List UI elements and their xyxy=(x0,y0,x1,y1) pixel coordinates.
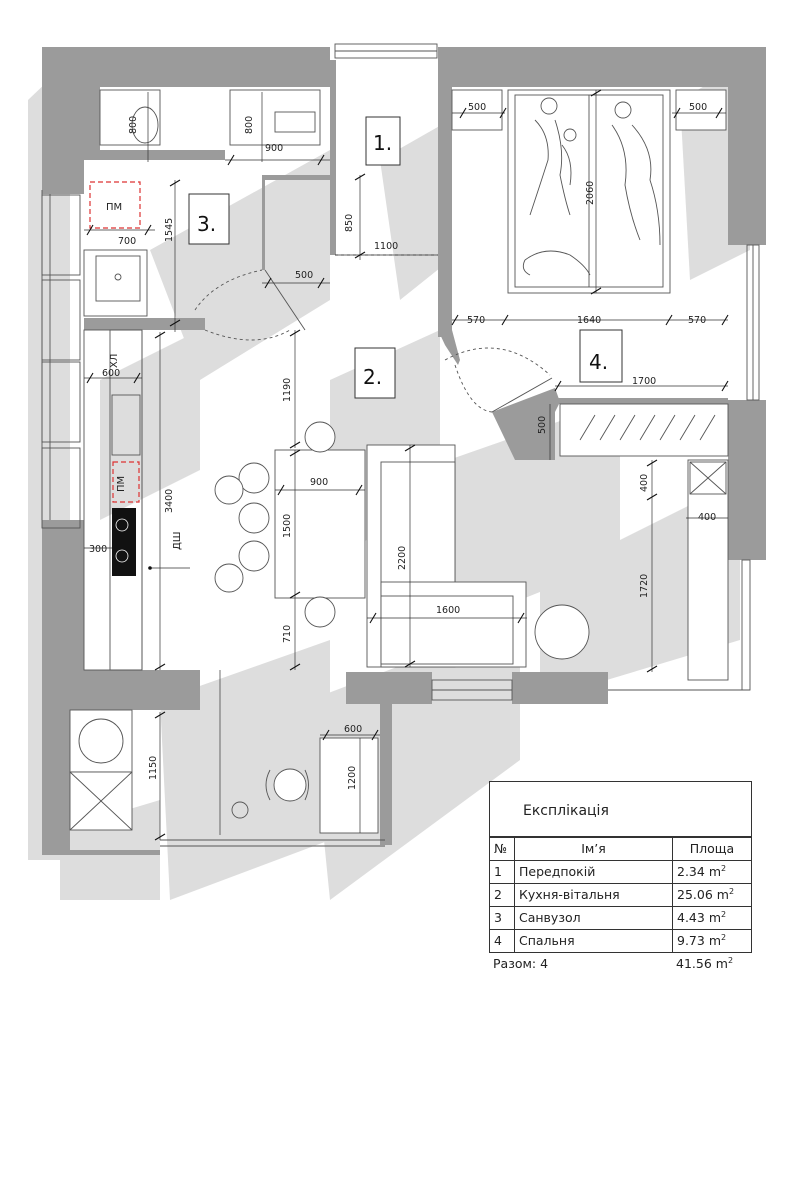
legend-row: 1 Передпокій 2.34 m2 xyxy=(490,860,751,883)
legend-unit: m xyxy=(716,887,729,902)
dim-900-bath: 900 xyxy=(265,143,283,154)
legend-row-area: 9.73 m2 xyxy=(673,930,751,952)
legend-unit-power: 2 xyxy=(727,955,734,965)
dim-700: 700 xyxy=(118,236,136,247)
legend-total-label: Разом: 4 xyxy=(493,956,549,971)
dim-2060: 2060 xyxy=(585,181,596,205)
legend-row-num: 3 xyxy=(490,907,515,929)
legend-row-area-value: 2.34 xyxy=(677,864,705,879)
legend-row-area: 4.43 m2 xyxy=(673,907,751,929)
dim-570-right: 570 xyxy=(688,315,706,326)
sofa xyxy=(366,444,590,668)
legend-row-name: Кухня-вітальня xyxy=(515,884,673,906)
dim-710: 710 xyxy=(282,625,293,643)
dimension-texts: 500 500 800 800 900 850 1100 1545 700 50… xyxy=(89,102,716,790)
room-label-2: 2. xyxy=(363,365,382,389)
dining-set xyxy=(214,421,366,628)
dim-800-wc: 800 xyxy=(128,116,139,134)
dimension-lines xyxy=(84,89,729,841)
dim-500-wardrobe: 500 xyxy=(537,416,548,434)
dim-1200: 1200 xyxy=(347,766,358,790)
dim-500-left: 500 xyxy=(468,102,486,113)
legend-row-area-value: 4.43 xyxy=(677,910,705,925)
legend-title: Експлікація xyxy=(490,782,751,837)
fixture-marks: ПМ ПМ ХЛ ДШ xyxy=(106,202,183,550)
legend-row-num: 4 xyxy=(490,930,515,952)
legend-row: 2 Кухня-вітальня 25.06 m2 xyxy=(490,883,751,906)
legend-row-area-value: 25.06 xyxy=(677,887,713,902)
dim-600-desk: 600 xyxy=(344,724,362,735)
dim-500-right: 500 xyxy=(689,102,707,113)
legend-total-row: Разом: 4 41.56 m2 xyxy=(489,953,752,975)
legend-unit: m xyxy=(708,910,722,925)
legend-unit: m xyxy=(715,956,728,971)
mark-fridge: ХЛ xyxy=(109,354,120,368)
dim-2200: 2200 xyxy=(397,546,408,570)
mark-dishwasher: ДШ xyxy=(172,531,183,550)
legend-table: Експлікація № Ім’я Площа 1 Передпокій 2.… xyxy=(489,781,752,953)
legend-unit: m xyxy=(708,864,722,879)
dim-1500: 1500 xyxy=(282,514,293,538)
dim-850: 850 xyxy=(344,214,355,232)
legend-row-name: Санвузол xyxy=(515,907,673,929)
dim-600-fridge: 600 xyxy=(102,368,120,379)
legend-header-row: № Ім’я Площа xyxy=(490,837,751,860)
dim-1700: 1700 xyxy=(632,376,656,387)
dim-3400: 3400 xyxy=(164,489,175,513)
dim-1720: 1720 xyxy=(639,574,650,598)
dim-1100: 1100 xyxy=(374,241,398,252)
legend-row-area: 25.06 m2 xyxy=(673,884,751,906)
room-label-3: 3. xyxy=(197,212,216,236)
room-label-1: 1. xyxy=(373,131,392,155)
legend-unit-power: 2 xyxy=(721,932,727,942)
legend-total-area: 41.56 m2 xyxy=(672,953,752,975)
legend-total-area-value: 41.56 xyxy=(676,956,712,971)
legend-row-area-value: 9.73 xyxy=(677,933,705,948)
dim-1190: 1190 xyxy=(282,378,293,402)
legend-unit-power: 2 xyxy=(728,886,735,896)
mark-pm-kitchen: ПМ xyxy=(116,476,127,492)
bed xyxy=(451,89,727,294)
room-label-4: 4. xyxy=(589,350,608,374)
legend-row-name: Передпокій xyxy=(515,861,673,883)
legend-row-num: 2 xyxy=(490,884,515,906)
legend-header-name: Ім’я xyxy=(515,838,673,860)
legend-row-name: Спальня xyxy=(515,930,673,952)
windows xyxy=(41,43,760,847)
legend-row-area: 2.34 m2 xyxy=(673,861,751,883)
dim-1545: 1545 xyxy=(164,218,175,242)
dim-400-vertical: 400 xyxy=(639,474,650,492)
dim-570-left: 570 xyxy=(467,315,485,326)
dim-1600: 1600 xyxy=(436,605,460,616)
explication-legend: Експлікація № Ім’я Площа 1 Передпокій 2.… xyxy=(489,781,752,975)
room-labels: 1. 2. 3. 4. xyxy=(188,116,623,399)
dim-1150: 1150 xyxy=(148,756,159,780)
legend-header-num: № xyxy=(490,838,515,860)
dim-500-door: 500 xyxy=(295,270,313,281)
dim-800-sink: 800 xyxy=(244,116,255,134)
wardrobe xyxy=(559,403,729,681)
legend-header-area: Площа xyxy=(689,841,735,856)
legend-row-num: 1 xyxy=(490,861,515,883)
legend-row: 3 Санвузол 4.43 m2 xyxy=(490,906,751,929)
mark-pm-bath: ПМ xyxy=(106,202,122,213)
legend-unit: m xyxy=(708,933,722,948)
dim-900-table: 900 xyxy=(310,477,328,488)
legend-row: 4 Спальня 9.73 m2 xyxy=(490,929,751,952)
dim-300: 300 xyxy=(89,544,107,555)
legend-unit-power: 2 xyxy=(721,863,727,873)
laundry-and-desk xyxy=(69,709,379,834)
legend-unit-power: 2 xyxy=(721,909,727,919)
dim-1640: 1640 xyxy=(577,315,601,326)
dim-400-horizontal: 400 xyxy=(698,512,716,523)
walls xyxy=(42,47,766,855)
kitchen-fixtures xyxy=(83,329,143,671)
bathroom-fixtures xyxy=(83,89,321,317)
